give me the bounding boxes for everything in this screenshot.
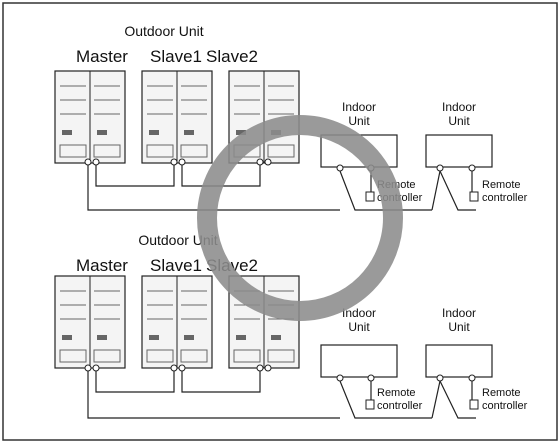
remote-controller-2 bbox=[469, 191, 479, 202]
indoor-unit-3-wiring bbox=[339, 380, 432, 419]
outdoor-unit-title: Outdoor Unit bbox=[138, 232, 217, 248]
indoor-unit-4-label-line1: Indoor bbox=[442, 306, 476, 320]
remote-controller-4 bbox=[469, 399, 479, 410]
outdoor-unit-master bbox=[54, 275, 126, 369]
indoor-unit-1-label-line1: Indoor bbox=[342, 100, 376, 114]
indoor-unit-4-wiring bbox=[431, 380, 476, 419]
group-top: Outdoor Unit Master Slave1 Slave2 bbox=[54, 23, 528, 211]
remote-controller-3 bbox=[365, 399, 375, 410]
indoor-unit-3-label-line1: Indoor bbox=[342, 306, 376, 320]
outdoor-unit-title: Outdoor Unit bbox=[124, 23, 203, 39]
master-label: Master bbox=[76, 47, 128, 66]
indoor-unit-2-label-line2: Unit bbox=[448, 114, 470, 128]
master-label: Master bbox=[76, 256, 128, 275]
indoor-unit-3 bbox=[320, 344, 398, 378]
remote-2-line1: Remote bbox=[482, 179, 521, 191]
remote-4-line1: Remote bbox=[482, 387, 521, 399]
indoor-unit-2-label-line1: Indoor bbox=[442, 100, 476, 114]
outdoor-unit-master bbox=[54, 70, 126, 164]
indoor-unit-2 bbox=[425, 134, 493, 168]
outdoor-terminals bbox=[84, 364, 272, 372]
slave1-label: Slave1 bbox=[150, 256, 202, 275]
remote-controller-1 bbox=[365, 191, 375, 202]
indoor-unit-4 bbox=[425, 344, 493, 378]
indoor-unit-4-label-line2: Unit bbox=[448, 320, 470, 334]
remote-3-line2: controller bbox=[377, 400, 423, 412]
remote-4-line2: controller bbox=[482, 400, 528, 412]
outdoor-terminals bbox=[84, 158, 272, 166]
ring-circle-icon bbox=[197, 115, 403, 321]
outdoor-unit-slave1 bbox=[141, 70, 213, 164]
group-bottom: Outdoor Unit Master Slave1 Slave2 bbox=[54, 232, 528, 419]
outdoor-wiring bbox=[87, 371, 340, 419]
remote-3-line1: Remote bbox=[377, 387, 416, 399]
outdoor-unit-slave1 bbox=[141, 275, 213, 369]
indoor-unit-3-label-line2: Unit bbox=[348, 320, 370, 334]
slave2-label: Slave2 bbox=[206, 47, 258, 66]
remote-2-line2: controller bbox=[482, 192, 528, 204]
indoor-unit-1-label-line2: Unit bbox=[348, 114, 370, 128]
slave1-label: Slave1 bbox=[150, 47, 202, 66]
indoor-unit-2-wiring bbox=[431, 170, 476, 211]
